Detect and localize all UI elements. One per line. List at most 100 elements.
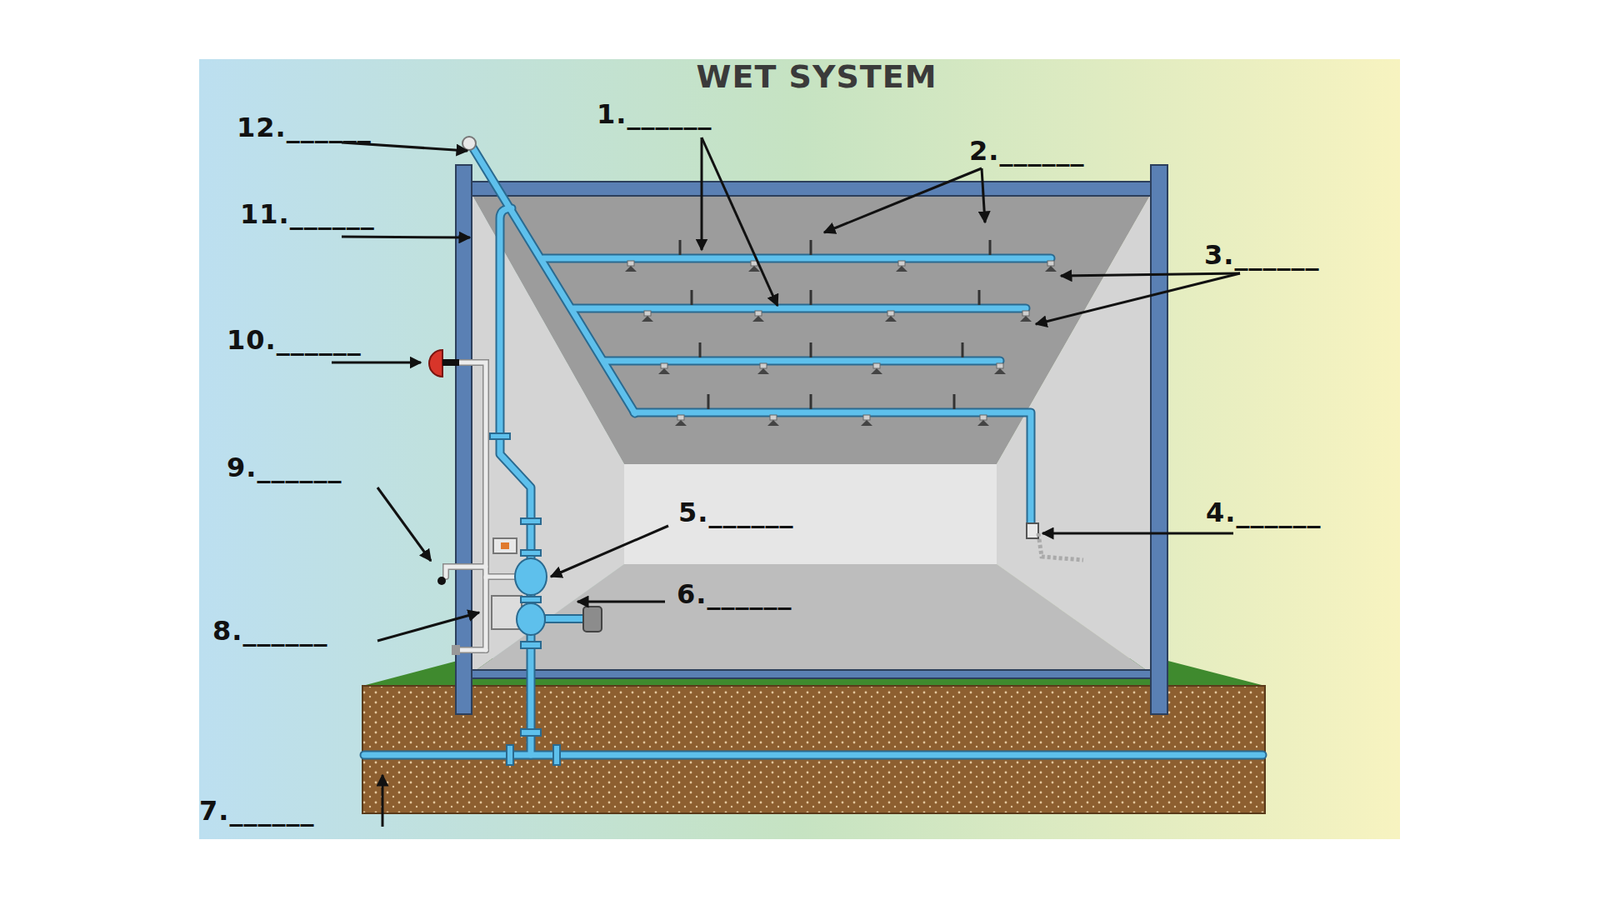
sprinkler-head <box>994 363 1006 375</box>
callout-number: 6.______ <box>676 577 792 611</box>
water-piping-outline <box>364 141 1263 755</box>
sprinkler-head <box>757 363 770 375</box>
drain-pipe <box>456 648 486 653</box>
sprinkler-riser <box>979 290 980 305</box>
callout-number: 10.______ <box>226 323 362 357</box>
cross-main <box>469 141 635 414</box>
drain-pipe <box>445 566 486 577</box>
leader-arrow <box>381 775 385 827</box>
sprinkler-head <box>1045 260 1057 272</box>
sprinkler-riser <box>990 240 991 255</box>
trim-pipe <box>482 576 490 650</box>
sprinkler-riser <box>962 342 964 358</box>
sprinkler-head <box>870 363 883 375</box>
air-vent <box>462 136 476 150</box>
test-outlet <box>1038 533 1084 560</box>
sprinkler-head <box>625 260 637 272</box>
callout-number: 4.______ <box>1205 495 1321 530</box>
diagram-title: WET SYSTEM <box>696 58 938 95</box>
trim-pipe <box>456 362 517 577</box>
leader-arrow <box>1042 532 1234 535</box>
sprinkler-head <box>885 310 897 322</box>
sprinkler-head <box>641 310 654 322</box>
leader-arrow <box>577 600 665 604</box>
back-wall <box>624 464 997 565</box>
riser <box>500 208 531 755</box>
branch-line <box>543 254 1051 264</box>
inspector-test-valve <box>1026 523 1039 539</box>
flange <box>520 518 541 525</box>
sprinkler-head <box>895 260 908 272</box>
drain-pipe <box>445 566 486 577</box>
floor-beam <box>471 670 1151 679</box>
callout-number: 5.______ <box>678 495 794 530</box>
sprinkler-riser <box>708 394 710 410</box>
leader-arrow <box>981 168 985 223</box>
flange <box>520 729 541 736</box>
leader-arrow <box>824 168 982 233</box>
sprinkler-heads <box>625 240 1057 426</box>
trim-pipe <box>456 362 517 577</box>
background-panel <box>199 59 1400 840</box>
handwheel <box>583 606 602 632</box>
leader-arrow <box>341 236 470 238</box>
floor <box>471 564 1151 674</box>
building-frame <box>455 165 1168 715</box>
sprinkler-head <box>1020 310 1032 322</box>
flange <box>490 433 510 440</box>
sprinkler-head <box>767 415 780 426</box>
sprinkler-head <box>752 310 765 322</box>
flange <box>520 550 541 556</box>
sprinkler-riser <box>810 342 812 358</box>
sprinkler-head <box>675 415 687 426</box>
flange <box>520 641 541 649</box>
cross-main <box>469 141 635 414</box>
flange <box>520 596 541 603</box>
sprinkler-riser <box>954 394 955 410</box>
riser <box>500 208 531 755</box>
sprinkler-head <box>860 415 873 426</box>
callout-number: 3.______ <box>1204 238 1320 272</box>
sprinkler-head <box>658 363 670 375</box>
pressure-switch-mark <box>500 542 510 550</box>
sprinkler-riser <box>810 394 812 410</box>
sprinkler-head <box>977 415 990 426</box>
callout-number: 11.______ <box>240 197 375 231</box>
leader-arrow <box>700 137 704 250</box>
left-post <box>455 165 472 715</box>
branch-line <box>604 358 1000 365</box>
flanges <box>490 433 560 765</box>
valve-stem <box>545 615 585 623</box>
sprinkler-riser <box>680 240 681 255</box>
callout-number: 8.______ <box>212 614 328 648</box>
ground <box>362 685 1265 814</box>
sprinkler-riser <box>810 290 812 305</box>
leader-arrow <box>1060 273 1240 276</box>
sprinkler-riser <box>700 342 701 358</box>
right-post <box>1150 165 1168 715</box>
callout-number: 12.______ <box>236 110 372 145</box>
drain-valve <box>437 576 446 585</box>
leader-arrow <box>331 361 421 365</box>
trim-pipe <box>484 576 489 650</box>
branch-line <box>573 304 1026 314</box>
leader-arrow <box>701 137 778 306</box>
branch-line <box>543 255 1051 262</box>
leader-arrow <box>377 612 480 641</box>
leader-arrow <box>377 487 431 561</box>
pressure-switch <box>493 538 517 554</box>
sprinkler-riser <box>810 240 812 255</box>
flange <box>506 745 514 765</box>
bell-bracket <box>442 359 460 366</box>
drain-outlet <box>451 645 460 655</box>
flange <box>553 745 560 765</box>
alarm-check-valve <box>515 558 547 595</box>
leader-arrow <box>550 525 669 577</box>
callout-number: 2.______ <box>969 134 1085 168</box>
callout-number: 9.______ <box>226 450 342 485</box>
gate-valve <box>516 603 545 635</box>
alarm-bell <box>429 350 443 377</box>
water-piping <box>364 141 1263 755</box>
callout-number: 7.______ <box>199 794 315 828</box>
